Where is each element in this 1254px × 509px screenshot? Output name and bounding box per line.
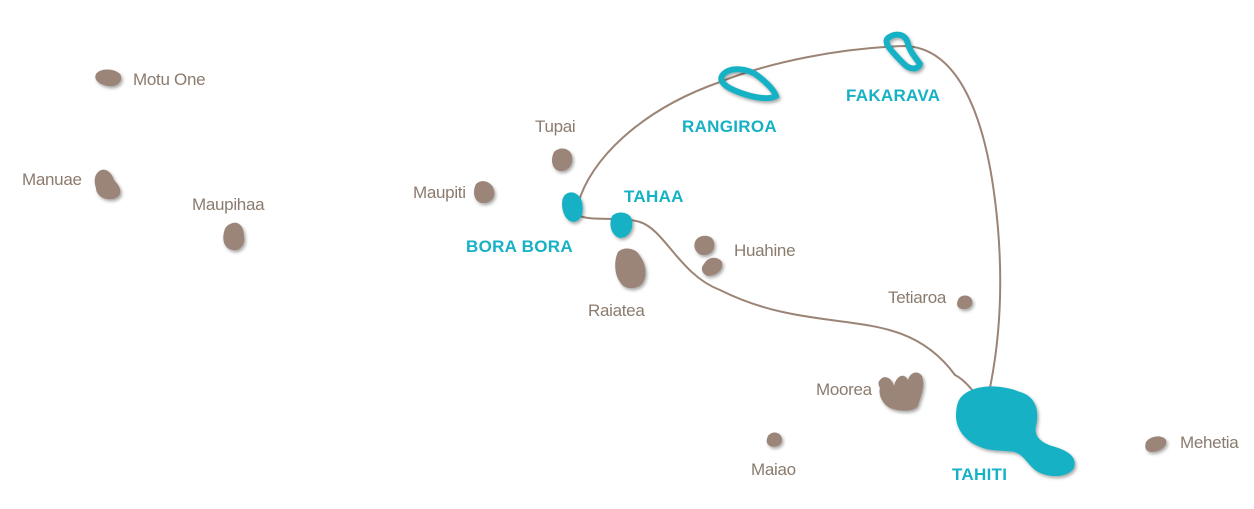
tupai-island [552, 148, 573, 172]
island-label-maupihaa: Maupihaa [192, 195, 265, 214]
tahiti-island [956, 386, 1075, 477]
island-label-maiao: Maiao [751, 460, 796, 479]
island-label-manuae: Manuae [22, 170, 82, 189]
cruise-route-line [577, 44, 1002, 413]
island-label-huahine: Huahine [734, 241, 796, 260]
island-label-bora-bora: BORA BORA [466, 237, 573, 256]
maiao-island [766, 432, 782, 447]
island-label-raiatea: Raiatea [588, 301, 645, 320]
island-label-tahaa: TAHAA [624, 187, 684, 206]
manuae-island [94, 169, 121, 200]
island-label-maupiti: Maupiti [413, 183, 466, 202]
bora-bora-island [562, 192, 583, 222]
island-label-tetiaroa: Tetiaroa [888, 288, 947, 307]
rangiroa-atoll [718, 66, 780, 102]
island-label-rangiroa: RANGIROA [682, 117, 777, 136]
fakarava-atoll [883, 31, 924, 72]
huahine-south-island [701, 257, 723, 276]
island-label-tupai: Tupai [535, 117, 576, 136]
maupihaa-island [223, 222, 245, 251]
island-label-moorea: Moorea [816, 380, 872, 399]
island-label-tahiti: TAHITI [952, 465, 1008, 484]
island-label-motu-one: Motu One [133, 70, 206, 89]
raiatea-island [615, 248, 646, 289]
island-label-mehetia: Mehetia [1180, 433, 1239, 452]
tahaa-island [610, 212, 633, 238]
tetiaroa-island [957, 295, 973, 310]
mehetia-island [1145, 436, 1167, 452]
maupiti-island [474, 181, 495, 204]
huahine-north-island [694, 235, 715, 256]
island-label-fakarava: FAKARAVA [846, 86, 941, 105]
moorea-island [878, 372, 924, 411]
motu-one-island [95, 69, 122, 87]
